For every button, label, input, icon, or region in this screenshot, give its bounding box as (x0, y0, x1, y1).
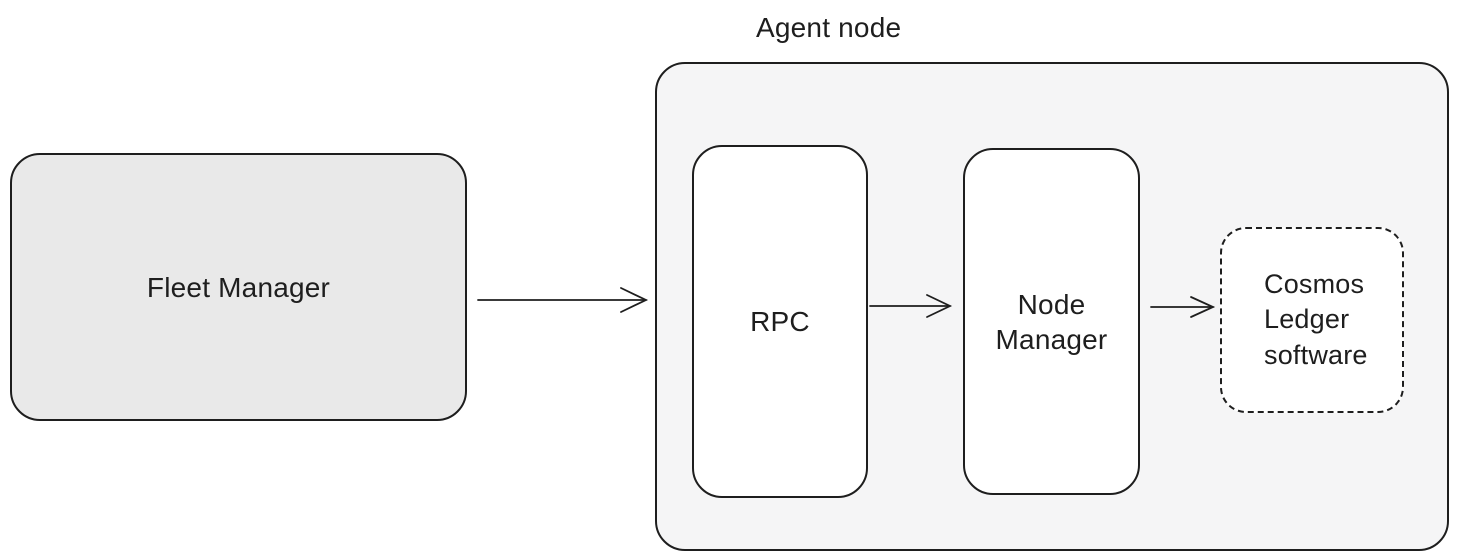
node-manager-label: Node Manager (995, 288, 1108, 355)
arrow-fleet-to-agent (477, 287, 649, 313)
rpc-node: RPC (692, 145, 868, 498)
fleet-manager-node: Fleet Manager (10, 153, 467, 421)
node-manager-node: Node Manager (963, 148, 1140, 495)
fleet-manager-label: Fleet Manager (146, 271, 331, 303)
cosmos-ledger-node: Cosmos Ledger software (1220, 227, 1404, 413)
agent-node-label: Agent node (756, 12, 902, 43)
rpc-label: RPC (750, 306, 810, 337)
cosmos-ledger-label: Cosmos Ledger software (1264, 268, 1368, 370)
